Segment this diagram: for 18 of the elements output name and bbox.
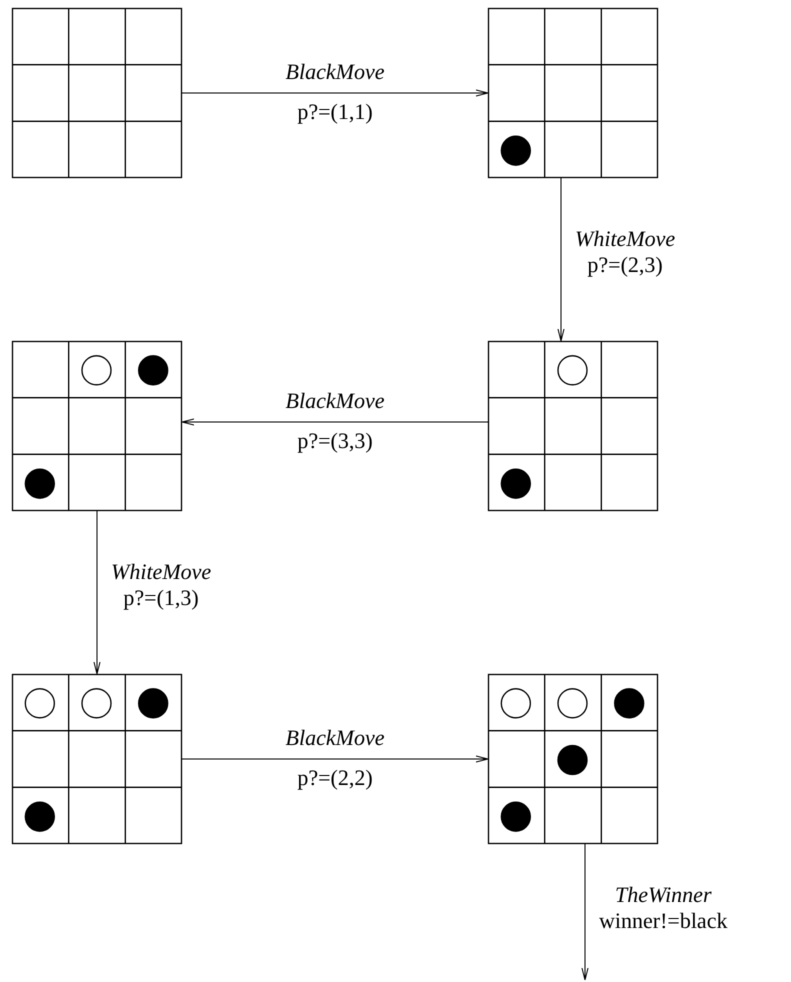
game-board-drawing — [12, 8, 182, 178]
game-board-drawing — [488, 341, 658, 511]
game-board-drawing — [488, 674, 658, 844]
arrow — [558, 178, 564, 342]
edge-label: BlackMove p?=(2,2) — [286, 725, 384, 791]
edge-label: BlackMove p?=(3,3) — [286, 388, 384, 454]
edge-label: BlackMove p?=(1,1) — [286, 59, 384, 125]
game-board-drawing — [12, 341, 182, 511]
arrow — [582, 844, 588, 980]
game-board-drawing — [12, 674, 182, 844]
game-board-drawing — [488, 8, 658, 178]
edge-label: WhiteMove p?=(2,3) — [575, 226, 676, 278]
arrow — [94, 510, 100, 674]
arrow — [182, 90, 488, 96]
edge-label: WhiteMove p?=(1,3) — [111, 558, 212, 610]
edge-label: TheWinner winner!=black — [599, 882, 728, 934]
arrow — [182, 418, 488, 426]
arrow — [182, 756, 488, 762]
